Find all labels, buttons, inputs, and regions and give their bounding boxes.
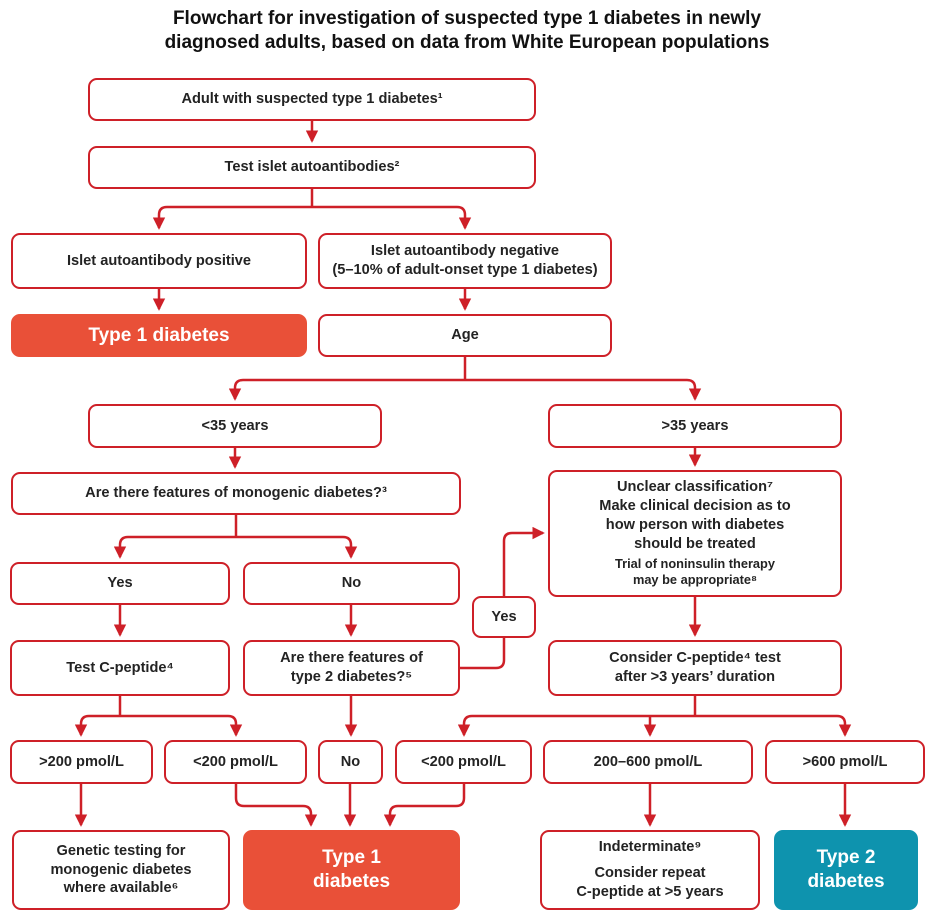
node-test-islet-autoantibodies: Test islet autoantibodies² <box>88 146 536 189</box>
node-genetic-testing: Genetic testing for monogenic diabetes w… <box>12 830 230 910</box>
node-type2-features-no: No <box>318 740 383 784</box>
node-label: >35 years <box>661 417 729 434</box>
node-indeterminate: Indeterminate⁹ Consider repeat C-peptide… <box>540 830 760 910</box>
node-label: 200–600 pmol/L <box>593 753 703 770</box>
node-adult-suspected-t1d: Adult with suspected type 1 diabetes¹ <box>88 78 536 121</box>
node-unclear-classification: Unclear classification⁷ Make clinical de… <box>548 470 842 597</box>
node-age: Age <box>318 314 612 357</box>
node-lt-200-pmol-right: <200 pmol/L <box>395 740 532 784</box>
node-monogenic-diabetes-question: Are there features of monogenic diabetes… <box>11 472 461 515</box>
node-edge-label-yes: Yes <box>472 596 536 638</box>
node-label: Age <box>451 327 479 344</box>
node-label: Indeterminate⁹ <box>598 839 702 856</box>
node-label: Unclear classification⁷ Make clinical de… <box>599 478 791 552</box>
node-label: Test C-peptide⁴ <box>66 659 174 676</box>
node-label: Adult with suspected type 1 diabetes¹ <box>181 91 443 108</box>
node-label: No <box>341 575 362 592</box>
node-type1-diabetes-final: Type 1 diabetes <box>243 830 460 910</box>
node-label: Yes <box>107 575 133 592</box>
node-label: Type 2 diabetes <box>807 847 885 892</box>
node-type2-diabetes-final: Type 2 diabetes <box>774 830 918 910</box>
node-label: Genetic testing for monogenic diabetes w… <box>50 842 192 897</box>
node-label: Islet autoantibody positive <box>66 252 252 269</box>
node-monogenic-no: No <box>243 562 460 605</box>
node-label: Islet autoantibody negative (5–10% of ad… <box>332 243 598 278</box>
node-label: Type 1 diabetes <box>312 847 391 892</box>
node-islet-autoantibody-positive: Islet autoantibody positive <box>11 233 307 289</box>
node-label: >600 pmol/L <box>802 753 888 770</box>
node-label: Are there features of monogenic diabetes… <box>85 485 387 502</box>
node-200-600-pmol: 200–600 pmol/L <box>543 740 753 784</box>
node-note: Consider repeat C-peptide at >5 years <box>576 865 724 900</box>
node-monogenic-yes: Yes <box>10 562 230 605</box>
flowchart-title: Flowchart for investigation of suspected… <box>164 8 770 53</box>
node-label: Type 1 diabetes <box>88 324 230 346</box>
node-label: Yes <box>491 608 517 625</box>
node-label: >200 pmol/L <box>39 753 124 770</box>
node-under-35-years: <35 years <box>88 404 382 448</box>
node-type2-features-question: Are there features of type 2 diabetes?⁵ <box>243 640 460 696</box>
node-gt-200-pmol: >200 pmol/L <box>10 740 153 784</box>
node-type1-diabetes-outcome: Type 1 diabetes <box>11 314 307 357</box>
node-note: Trial of noninsulin therapy may be appro… <box>615 555 775 588</box>
node-label: Consider C-peptide⁴ test after >3 years’… <box>609 650 781 685</box>
node-label: <35 years <box>201 417 269 434</box>
node-consider-c-peptide-test: Consider C-peptide⁴ test after >3 years’… <box>548 640 842 696</box>
node-islet-autoantibody-negative: Islet autoantibody negative (5–10% of ad… <box>318 233 612 289</box>
node-label: Test islet autoantibodies² <box>224 159 400 176</box>
node-test-c-peptide: Test C-peptide⁴ <box>10 640 230 696</box>
node-gt-600-pmol: >600 pmol/L <box>765 740 925 784</box>
node-lt-200-pmol-left: <200 pmol/L <box>164 740 307 784</box>
node-label: Are there features of type 2 diabetes?⁵ <box>280 650 423 685</box>
node-label: <200 pmol/L <box>421 753 506 770</box>
node-over-35-years: >35 years <box>548 404 842 448</box>
node-label: <200 pmol/L <box>193 753 278 770</box>
node-label: No <box>340 753 361 770</box>
